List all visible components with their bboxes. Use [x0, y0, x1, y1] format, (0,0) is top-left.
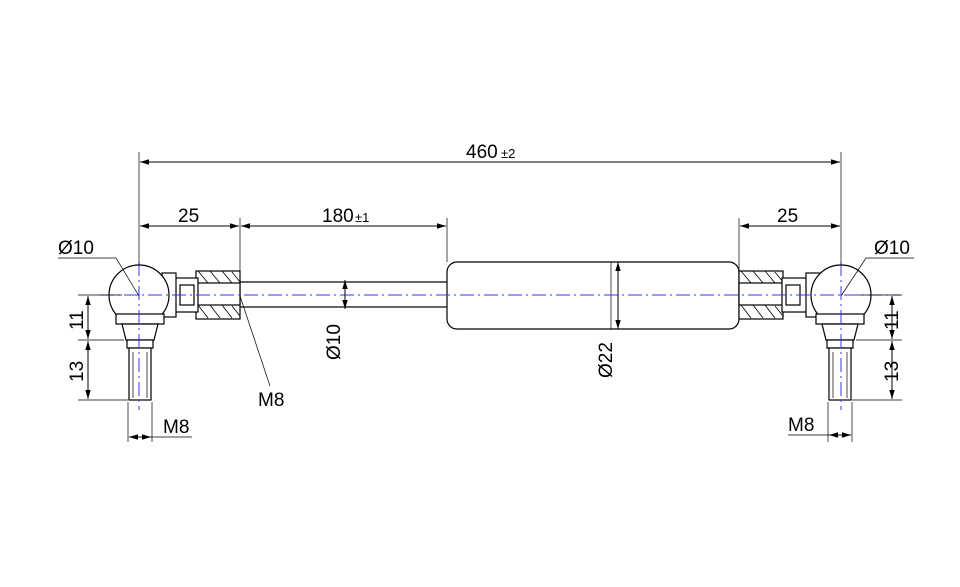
dim-inner-thread: M8: [239, 295, 284, 411]
dim-right-stud-thread: M8: [788, 402, 853, 442]
dim-right-ball-diameter: Ø10: [840, 238, 914, 297]
dim-rod-diameter: Ø10: [324, 280, 348, 360]
stroke-tolerance: ±1: [355, 210, 369, 225]
left-stud-thread-value: M8: [163, 417, 189, 438]
dim-left-stud-thread: M8: [127, 402, 192, 442]
dim-stroke: 180 ±1: [241, 206, 448, 262]
left-ball-joint: [108, 264, 177, 401]
right-height-upper-value: 11: [882, 310, 903, 330]
dim-left-heights: 11 13: [67, 294, 128, 401]
right-fitting-value: 25: [777, 206, 798, 227]
right-height-lower-value: 13: [882, 361, 903, 382]
left-height-lower-value: 13: [67, 361, 88, 382]
rod-diameter-value: Ø10: [324, 324, 345, 360]
overall-length-value: 460: [466, 142, 498, 163]
left-height-upper-value: 11: [67, 310, 88, 330]
right-ball-diameter-value: Ø10: [874, 238, 910, 259]
dim-tube-diameter: Ø22: [596, 262, 621, 378]
dim-overall-length: 460 ±2: [138, 142, 842, 266]
tube-diameter-value: Ø22: [596, 342, 617, 378]
dim-right-heights: 11 13: [852, 294, 903, 401]
left-ball-diameter-value: Ø10: [58, 238, 94, 259]
left-coupling: [171, 270, 241, 320]
dim-left-fitting: 25: [140, 206, 241, 272]
overall-length-tolerance: ±2: [501, 146, 515, 161]
right-ball-joint: [805, 264, 872, 401]
left-fitting-value: 25: [178, 206, 199, 227]
dim-left-ball-diameter: Ø10: [58, 238, 140, 297]
inner-thread-value: M8: [258, 390, 284, 411]
right-stud-thread-value: M8: [788, 415, 814, 436]
stroke-value: 180: [322, 206, 354, 227]
dim-right-fitting: 25: [738, 206, 840, 272]
